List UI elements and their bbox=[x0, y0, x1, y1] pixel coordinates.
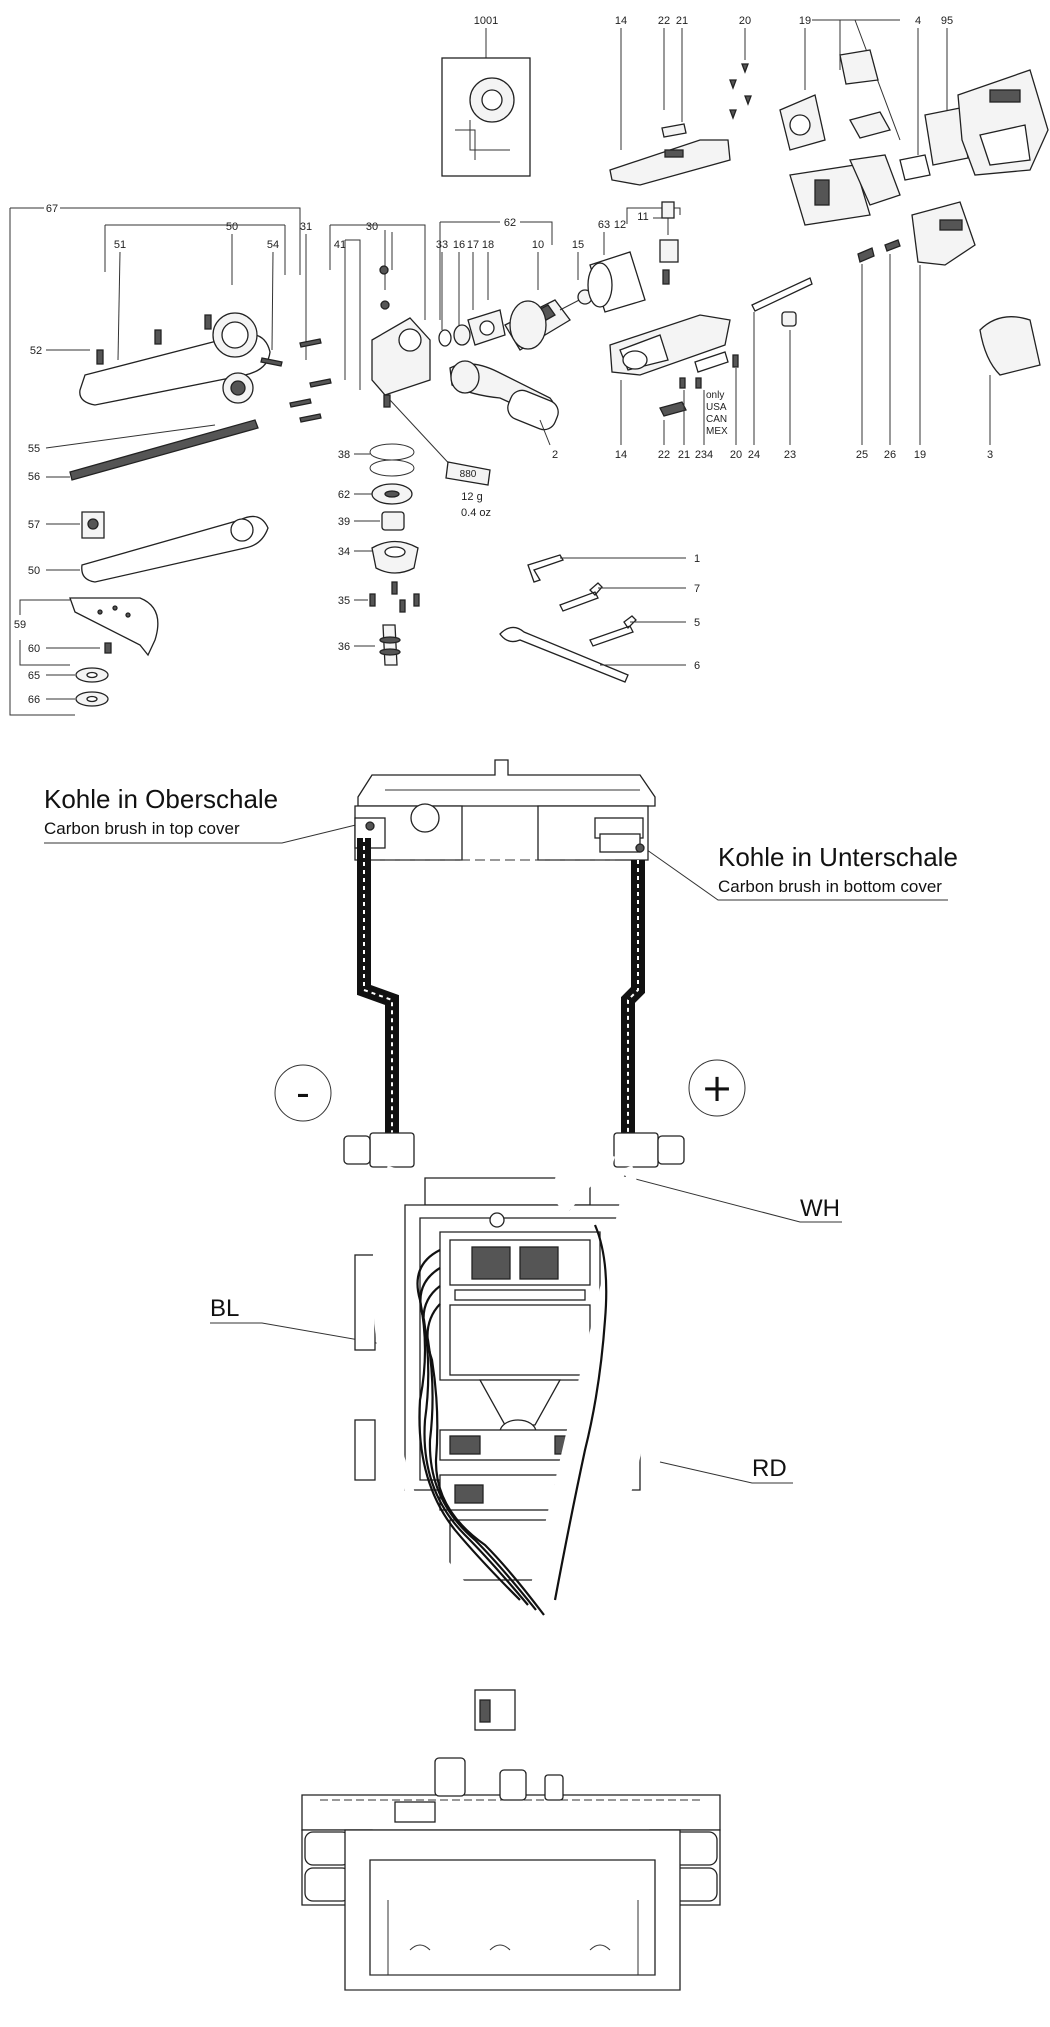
bottom-brush-label-de: Kohle in Unterschale bbox=[718, 842, 958, 872]
part-number-1001: 1001 bbox=[474, 15, 498, 27]
part-number-6: 6 bbox=[694, 660, 700, 672]
motor-group: 33 16 17 18 62 10 15 63 12 bbox=[436, 201, 681, 461]
part-number-39: 39 bbox=[338, 516, 350, 528]
switch-group-19: 19 bbox=[779, 15, 901, 226]
part-number-23: 23 bbox=[784, 449, 796, 461]
part-number-41: 41 bbox=[334, 239, 346, 251]
part-number-19-bottom: 19 bbox=[914, 449, 926, 461]
blue-wire-label: BL bbox=[210, 1295, 239, 1322]
negative-terminal-symbol bbox=[274, 1064, 332, 1122]
battery-pack-parts: 4 95 bbox=[899, 15, 1049, 181]
part-number-20-top: 20 bbox=[739, 15, 751, 27]
region-note-only: only bbox=[706, 390, 724, 401]
gear-head-group: 30 41 880 12 g 0.4 oz 38 62 39 bbox=[329, 221, 491, 666]
housing-top-cover: 14 22 21 20 bbox=[609, 15, 752, 186]
region-note-usa: USA bbox=[706, 402, 727, 413]
attachment-group-67: 67 50 51 54 31 52 55 56 bbox=[9, 203, 332, 716]
wiring-diagram: Kohle in Oberschale Carbon brush in top … bbox=[44, 759, 958, 1991]
top-brush-label-de: Kohle in Oberschale bbox=[44, 784, 278, 814]
part-number-19-top: 19 bbox=[799, 15, 811, 27]
region-note-mex: MEX bbox=[706, 426, 728, 437]
part-number-50-bottom: 50 bbox=[28, 565, 40, 577]
top-brush-label-en: Carbon brush in top cover bbox=[44, 819, 240, 838]
part-number-54: 54 bbox=[267, 239, 279, 251]
part-number-21-top: 21 bbox=[676, 15, 688, 27]
part-number-14-bottom: 14 bbox=[615, 449, 627, 461]
part-number-50-top: 50 bbox=[226, 221, 238, 233]
part-number-3: 3 bbox=[987, 449, 993, 461]
part-number-62-bearing: 62 bbox=[338, 489, 350, 501]
part-number-22-bottom: 22 bbox=[658, 449, 670, 461]
part-1001-detail: 1001 bbox=[441, 15, 531, 177]
white-wire-label: WH bbox=[800, 1195, 840, 1222]
part-number-60: 60 bbox=[28, 643, 40, 655]
part-number-33: 33 bbox=[436, 239, 448, 251]
housing-bottom-cover: 14 22 21 234 only USA CAN MEX 20 24 23 bbox=[609, 201, 1041, 461]
region-note-can: CAN bbox=[706, 414, 727, 425]
part-number-4: 4 bbox=[915, 15, 921, 27]
part-number-59: 59 bbox=[14, 619, 26, 631]
part-number-22-top: 22 bbox=[658, 15, 670, 27]
part-number-17: 17 bbox=[467, 239, 479, 251]
part-number-14-top: 14 bbox=[615, 15, 627, 27]
part-number-65: 65 bbox=[28, 670, 40, 682]
part-number-51: 51 bbox=[114, 239, 126, 251]
part-number-234: 234 bbox=[695, 449, 713, 461]
part-number-62-motor: 62 bbox=[504, 217, 516, 229]
part-number-7: 7 bbox=[694, 583, 700, 595]
part-number-16: 16 bbox=[453, 239, 465, 251]
part-number-2: 2 bbox=[552, 449, 558, 461]
part-number-18: 18 bbox=[482, 239, 494, 251]
part-number-25: 25 bbox=[856, 449, 868, 461]
part-number-67: 67 bbox=[46, 203, 58, 215]
part-number-57: 57 bbox=[28, 519, 40, 531]
grease-tube-label: 880 bbox=[460, 469, 477, 480]
part-number-35: 35 bbox=[338, 595, 350, 607]
minus-sign: - bbox=[296, 1071, 310, 1115]
part-number-15: 15 bbox=[572, 239, 584, 251]
part-number-20-bottom: 20 bbox=[730, 449, 742, 461]
part-number-1: 1 bbox=[694, 553, 700, 565]
part-number-34: 34 bbox=[338, 546, 350, 558]
part-number-95: 95 bbox=[941, 15, 953, 27]
part-number-21-bottom: 21 bbox=[678, 449, 690, 461]
tools-group: 1 7 5 6 bbox=[499, 553, 700, 683]
part-number-31: 31 bbox=[300, 221, 312, 233]
part-number-12: 12 bbox=[614, 219, 626, 231]
part-number-66: 66 bbox=[28, 694, 40, 706]
plus-sign: + bbox=[701, 1066, 733, 1110]
part-number-36: 36 bbox=[338, 641, 350, 653]
part-number-55: 55 bbox=[28, 443, 40, 455]
grease-weight-ounces: 0.4 oz bbox=[461, 507, 491, 519]
part-number-56: 56 bbox=[28, 471, 40, 483]
part-number-11: 11 bbox=[637, 211, 648, 223]
part-number-63: 63 bbox=[598, 219, 610, 231]
grease-weight-grams: 12 g bbox=[461, 491, 482, 503]
part-number-52: 52 bbox=[30, 345, 42, 357]
part-number-26: 26 bbox=[884, 449, 896, 461]
part-number-10: 10 bbox=[532, 239, 544, 251]
red-wire-label: RD bbox=[752, 1455, 787, 1482]
exploded-parts-view: 1001 14 22 21 20 19 bbox=[9, 15, 1049, 716]
part-number-30: 30 bbox=[366, 221, 378, 233]
part-number-38: 38 bbox=[338, 449, 350, 461]
positive-terminal-symbol bbox=[688, 1059, 746, 1117]
bottom-brush-label-en: Carbon brush in bottom cover bbox=[718, 877, 942, 896]
part-number-24: 24 bbox=[748, 449, 760, 461]
part-number-5: 5 bbox=[694, 617, 700, 629]
